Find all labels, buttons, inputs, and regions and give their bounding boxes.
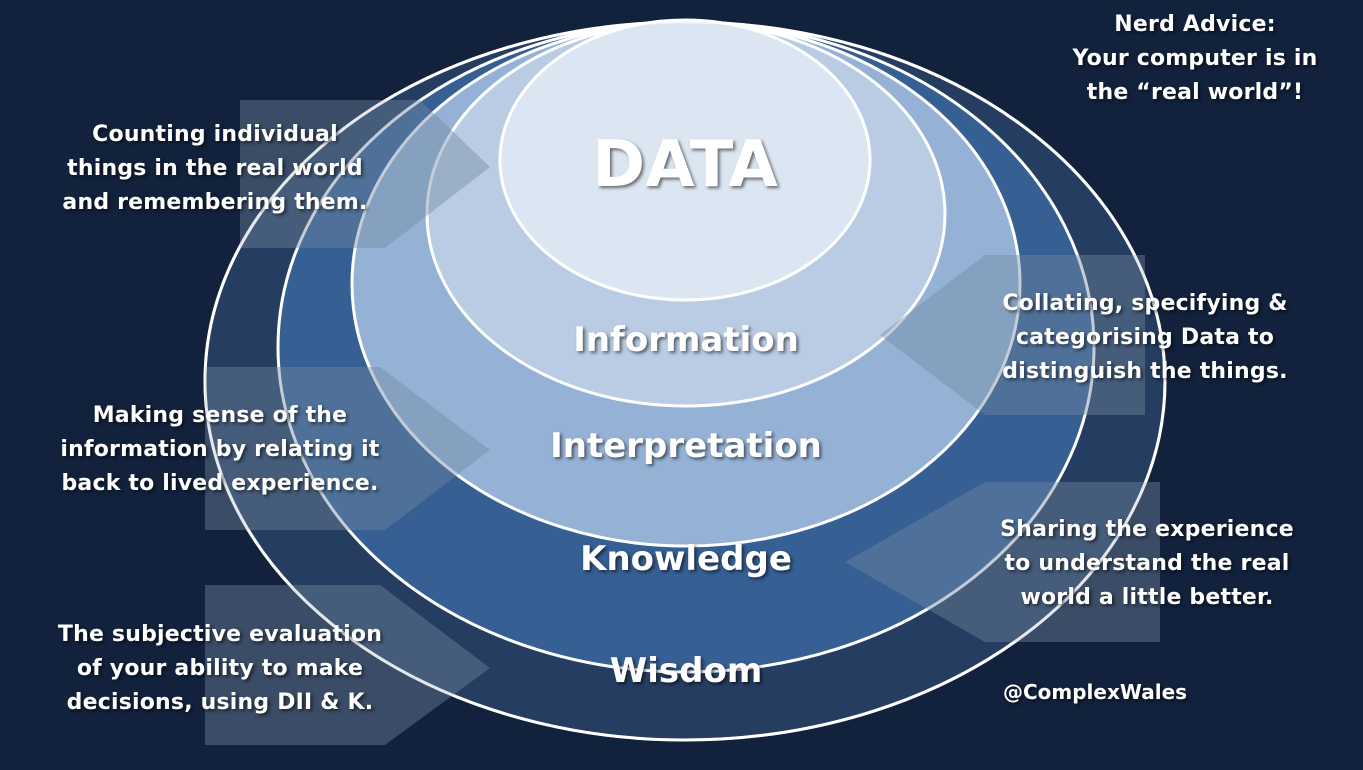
arrow-wisdom (205, 585, 490, 745)
outer-ring-line (203, 20, 1167, 742)
arrow-information (880, 255, 1145, 415)
information-description: Collating, specifying & categorising Dat… (1002, 291, 1288, 384)
knowledge-label: Knowledge (580, 539, 792, 579)
interpretation-label: Interpretation (550, 426, 822, 466)
wisdom-description: The subjective evaluation of your abilit… (57, 622, 383, 715)
nerd-advice: Nerd Advice: Your computer is in the “re… (1072, 12, 1318, 105)
data-label: DATA (592, 128, 778, 202)
credit-handle: @ComplexWales (1002, 680, 1188, 704)
data-ellipse (498, 18, 872, 302)
arrow-knowledge (845, 482, 1160, 642)
arrow-interpretation (205, 367, 490, 530)
information-label: Information (573, 320, 799, 360)
wisdom-label: Wisdom (609, 651, 763, 691)
knowledge-description: Sharing the experience to understand the… (1000, 517, 1294, 610)
data-description: Counting individual things in the real w… (62, 122, 368, 215)
arrow-data (240, 100, 490, 248)
interpretation-description: Making sense of the information by relat… (60, 403, 380, 496)
